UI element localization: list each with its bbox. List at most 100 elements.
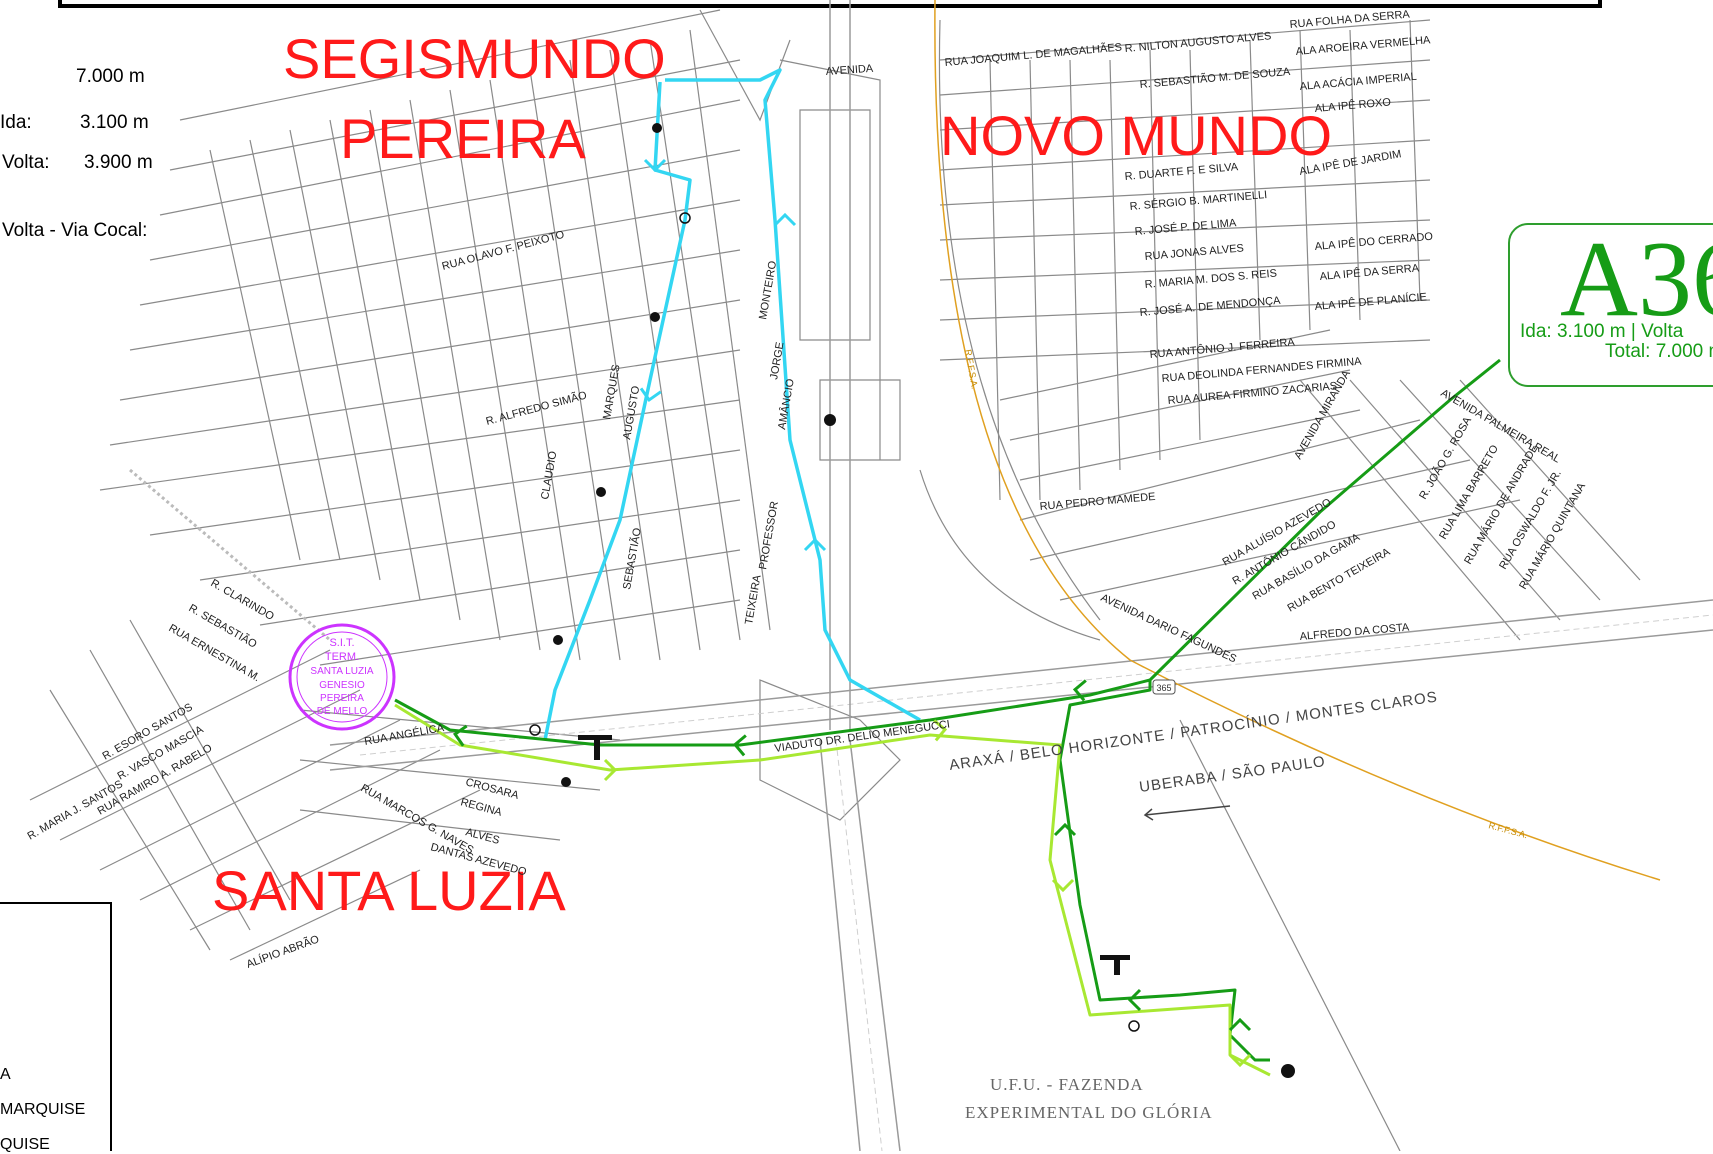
neighborhood-novo-mundo: NOVO MUNDO (940, 104, 1332, 167)
arrow-lgreen-1 (603, 758, 618, 782)
route-cyan-line (543, 68, 921, 741)
legend-item-1: A (0, 1066, 11, 1083)
street-label: R. JOSÉ A. DE MENDONÇA (1139, 294, 1281, 319)
ida-label: Ida: (0, 112, 32, 133)
route-dark-green-line (394, 358, 1501, 1062)
terminal-line-1: S.I.T. (329, 637, 354, 649)
bus-stop-icon (553, 635, 563, 645)
bus-stop-icon (561, 777, 571, 787)
direction-arrow-icon (1144, 805, 1231, 816)
street-label: R. JOSÉ P. DE LIMA (1134, 216, 1237, 238)
arrow-lgreen-2 (933, 719, 948, 742)
volta-distance: 3.900 m (84, 152, 153, 173)
terminal-stamp: S.I.T. TERM. SANTA LUZIA GENESIO PEREIRA… (288, 623, 396, 731)
direction-label-upper: ARAXÁ / BELO HORIZONTE / PATROCÍNIO / MO… (948, 689, 1439, 774)
direction-arrows (452, 158, 1252, 1068)
farm-boundary (1179, 719, 1401, 1151)
route-badge-line2: Total: 7.000 m (1605, 341, 1713, 362)
street-label: RUA OLAVO F. PEIXOTO (441, 229, 566, 273)
street-label: RUA JOAQUIM L. DE MAGALHÃES (944, 41, 1122, 69)
highway-shield-icon: 365 (1152, 679, 1176, 695)
terminal-line-5: PEREIRA (320, 693, 364, 704)
street-label: TEIXEIRA (743, 573, 764, 625)
bus-stop-icon (529, 724, 541, 736)
arrow-green-6 (1228, 1017, 1252, 1032)
arrow-lgreen-3 (1051, 878, 1075, 893)
bus-stop-icon (650, 312, 660, 322)
bus-stop-icon (1281, 1064, 1295, 1078)
railway-label: R.F.F.S.A. (963, 349, 980, 390)
street-label: ALA IPÊ DE PLANÍCIE (1314, 290, 1427, 313)
railway-line-west (129, 468, 331, 642)
street-label: RUA JONAS ALVES (1144, 242, 1244, 263)
bus-stop-icon (1128, 1020, 1140, 1032)
neighborhood-segismundo: SEGISMUNDO (283, 27, 666, 90)
volta-label: Volta: (2, 152, 50, 173)
street-label: AVENIDA (825, 63, 874, 78)
highway-shield-number: 365 (1156, 683, 1171, 693)
street-label: RUA ERNESTINA M. (167, 622, 262, 684)
street-label: AVENIDA DARIO FAGUNDES (1099, 592, 1239, 666)
shelter-icon (1100, 955, 1130, 975)
street-grid-east (939, 19, 1641, 641)
arrow-green-4 (1053, 822, 1077, 837)
ida-distance: 3.100 m (80, 112, 149, 133)
bus-stop-icon (824, 414, 836, 426)
street-label: ALÍPIO ABRÃO (245, 932, 322, 971)
terminal-line-3: SANTA LUZIA (310, 666, 373, 677)
bus-stop-icon (679, 212, 691, 224)
street-label: MONTEIRO (757, 260, 779, 321)
street-label: REGINA (459, 796, 503, 819)
street-label: RUA PEDRO MAMEDE (1039, 491, 1156, 513)
street-label: RUA FOLHA DA SERRA (1289, 8, 1411, 31)
highway-corridor (329, 0, 1713, 1151)
legend-box: A MARQUISE QUISE (0, 902, 112, 1153)
via-cocal-label: Volta - Via Cocal: (2, 220, 148, 241)
arrow-lgreen-4 (1228, 1053, 1252, 1068)
neighborhood-santa-luzia: SANTA LUZIA (212, 859, 566, 922)
street-label: ALA IPÊ DA SERRA (1319, 261, 1420, 283)
street-label: R. SEBASTIÃO M. DE SOUZA (1139, 65, 1291, 91)
bus-stop-icon (652, 123, 662, 133)
street-label: R. ALFREDO SIMÃO (484, 388, 588, 428)
farm-label-line2: EXPERIMENTAL DO GLÓRIA (965, 1103, 1213, 1122)
farm-label-line1: U.F.U. - FAZENDA (990, 1075, 1144, 1094)
bus-stop-icon (596, 487, 606, 497)
arrow-green-3 (1072, 679, 1087, 702)
street-label: RUA ANTÔNIO J. FERREIRA (1149, 335, 1296, 361)
shelters (578, 735, 1130, 975)
legend-item-3: QUISE (0, 1136, 50, 1153)
terminal-line-6: DE MELLO (317, 706, 368, 717)
terminal-line-4: GENESIO (319, 680, 365, 691)
shelter-icon (578, 735, 612, 760)
railway-label-east: R.F.F.S.A. (1487, 820, 1528, 840)
bus-stops (529, 123, 1295, 1078)
railway-line (934, 0, 1661, 881)
direction-arrow-head-icon (1143, 808, 1154, 821)
direction-label-lower: UBERABA / SÃO PAULO (1138, 753, 1326, 796)
interchange (699, 9, 1101, 821)
arrow-cyan-1 (643, 158, 667, 173)
street-label: ALA ACÁCIA IMPERIAL (1299, 70, 1417, 93)
arrow-green-2 (732, 734, 747, 757)
street-label: PROFESSOR (757, 500, 781, 570)
route-code: A36 (1560, 220, 1713, 339)
street-label: AMÂNCIO (775, 377, 797, 430)
street-grid-west (29, 9, 771, 961)
street-label: R. NILTON AUGUSTO ALVES (1124, 30, 1272, 55)
arrow-green-1 (452, 724, 468, 747)
terminal-line-2: TERM. (325, 651, 359, 663)
street-label: RUA AUREA FIRMINO ZACARIAS (1167, 380, 1337, 407)
street-label: CLAUDIO (539, 450, 559, 501)
route-badge-line1: Ida: 3.100 m | Volta (1520, 321, 1684, 342)
street-label: RUA BENTO TEIXEIRA (1286, 546, 1393, 615)
arrow-green-5 (1127, 988, 1142, 1012)
neighborhood-pereira: PEREIRA (340, 107, 586, 170)
arrow-cyan-4 (803, 537, 827, 552)
route-light-green-line (394, 703, 1271, 1077)
total-distance: 7.000 m (76, 66, 145, 87)
route-badge: A36 Ida: 3.100 m | Volta Total: 7.000 m (1508, 220, 1713, 387)
street-label: RUA ANGÉLICA (363, 721, 445, 748)
legend-item-2: MARQUISE (0, 1101, 86, 1118)
